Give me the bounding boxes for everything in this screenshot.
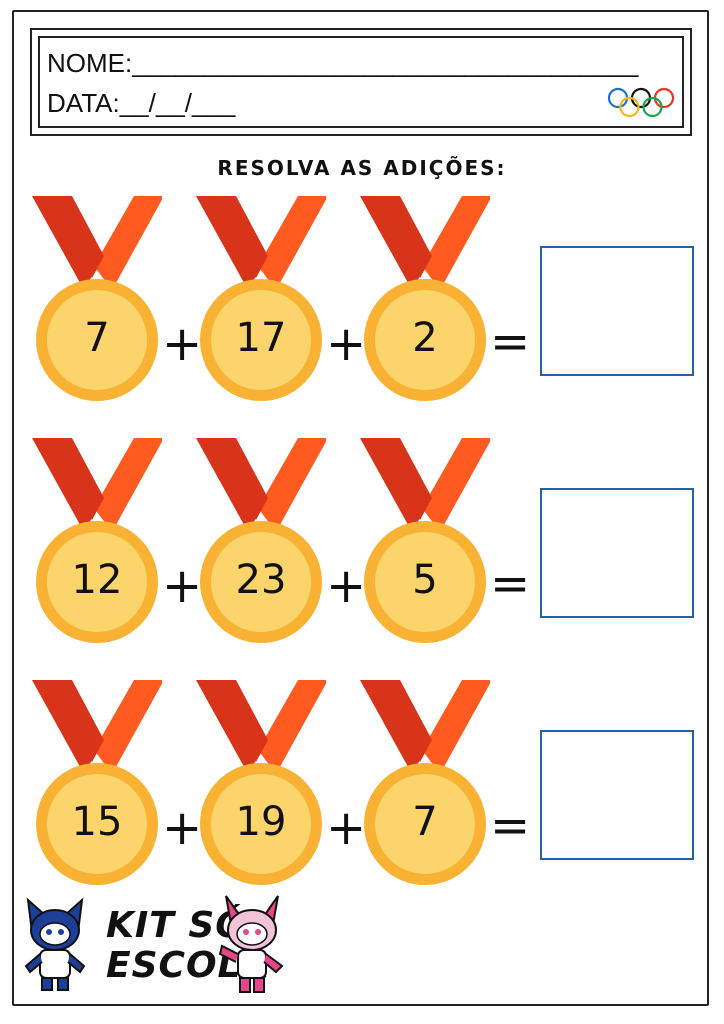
medal: 7 xyxy=(360,674,490,904)
problem-row: 12 23 5 + + = xyxy=(0,432,724,662)
nome-field[interactable]: NOME:___________________________________ xyxy=(47,48,639,78)
medal-number: 15 xyxy=(71,799,123,845)
medal-number: 12 xyxy=(71,557,123,603)
medal: 5 xyxy=(360,432,490,662)
medal-icon xyxy=(360,438,490,643)
olympic-rings-icon xyxy=(607,87,675,118)
plus-sign: + xyxy=(162,800,203,856)
pink-mascot-icon xyxy=(218,895,284,993)
answer-box[interactable] xyxy=(540,730,694,860)
problem-row: 15 19 7 + + = xyxy=(0,674,724,904)
plus-sign: + xyxy=(326,316,367,372)
medal-number: 7 xyxy=(412,799,438,845)
medal: 15 xyxy=(32,674,162,904)
medal-icon xyxy=(360,196,490,401)
blue-mascot-icon xyxy=(24,897,86,991)
data-field[interactable]: DATA:__/__/___ xyxy=(47,88,236,118)
medal-number: 23 xyxy=(235,557,287,603)
plus-sign: + xyxy=(326,800,367,856)
medal-number: 5 xyxy=(412,557,438,603)
plus-sign: + xyxy=(162,316,203,372)
header-frame-inner xyxy=(38,36,684,128)
medal-icon xyxy=(360,680,490,885)
problem-row: 7 17 2 + + = xyxy=(0,190,724,420)
header-frame-outer xyxy=(30,28,692,136)
medal: 19 xyxy=(196,674,326,904)
medal-number: 2 xyxy=(412,315,438,361)
equals-sign: = xyxy=(490,314,531,370)
medal: 7 xyxy=(32,190,162,420)
medal: 23 xyxy=(196,432,326,662)
answer-box[interactable] xyxy=(540,488,694,618)
medal-icon xyxy=(196,438,326,643)
page-border xyxy=(12,10,709,1006)
plus-sign: + xyxy=(326,558,367,614)
medal-number: 19 xyxy=(235,799,287,845)
medal: 12 xyxy=(32,432,162,662)
medal-icon xyxy=(32,680,162,885)
medal-icon xyxy=(32,438,162,643)
kit-so-escola-logo: KIT SÓ ESCOLA xyxy=(18,890,298,1000)
plus-sign: + xyxy=(162,558,203,614)
medal-number: 7 xyxy=(84,315,110,361)
medal: 2 xyxy=(360,190,490,420)
answer-box[interactable] xyxy=(540,246,694,376)
medal-icon xyxy=(196,196,326,401)
medal: 17 xyxy=(196,190,326,420)
medal-icon xyxy=(32,196,162,401)
logo-line1: KIT SÓ xyxy=(106,905,247,946)
equals-sign: = xyxy=(490,556,531,612)
medal-number: 17 xyxy=(235,315,287,361)
instruction-title: RESOLVA AS ADIÇÕES: xyxy=(217,156,507,180)
medal-icon xyxy=(196,680,326,885)
equals-sign: = xyxy=(490,798,531,854)
